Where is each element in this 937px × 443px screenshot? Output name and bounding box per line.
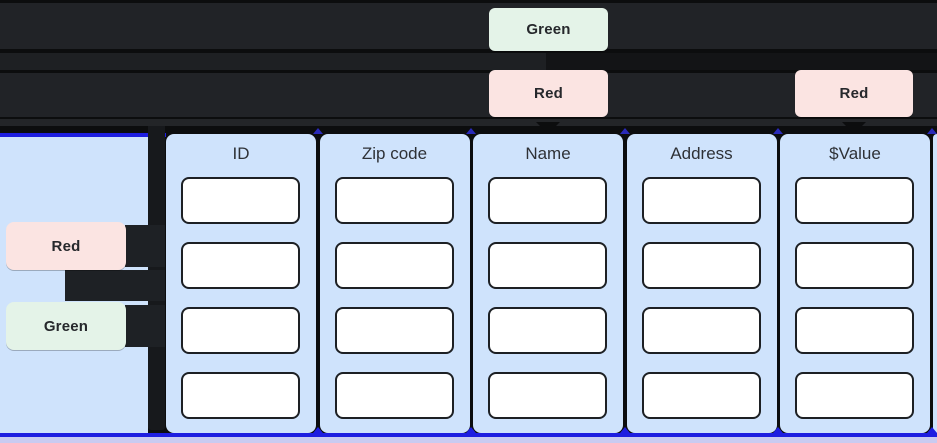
- red-node-badge-left: Red: [6, 222, 126, 270]
- table-cell-slot: [334, 177, 454, 224]
- column-card-id: ID: [166, 134, 316, 433]
- green-node-badge-left: Green: [6, 302, 126, 350]
- column-cells: [334, 177, 455, 419]
- column-cells: [641, 177, 762, 419]
- table-cell-slot: [181, 177, 300, 224]
- top-lane-row-1: [0, 3, 937, 49]
- column-card-partial: [932, 134, 937, 433]
- column-cells: [488, 177, 608, 419]
- tree-edge: [125, 305, 165, 347]
- table-cell-slot: [334, 372, 454, 419]
- table-cell-slot: [488, 372, 607, 419]
- table-cell-slot: [488, 242, 607, 289]
- column-cells: [181, 177, 301, 419]
- lavender-strip: [0, 436, 937, 443]
- table-cell-slot: [795, 307, 914, 354]
- column-card-name: Name: [473, 134, 623, 433]
- tree-edge-horizontal: [546, 53, 937, 70]
- selection-outline-bottom: [0, 433, 937, 437]
- column-card-value: $Value: [780, 134, 930, 433]
- column-header: ID: [232, 144, 250, 163]
- table-cell-slot: [181, 372, 300, 419]
- table-cell-slot: [488, 177, 607, 224]
- red-node-badge-center: Red: [489, 70, 608, 117]
- column-header: Address: [670, 144, 733, 163]
- blue-tick-icon: [620, 128, 630, 134]
- tree-edge: [125, 225, 165, 267]
- table-cell-slot: [334, 307, 454, 354]
- top-lane-row-3: [0, 73, 937, 117]
- table-cell-slot: [795, 372, 914, 419]
- column-cells: [795, 177, 915, 419]
- table-cell-slot: [181, 242, 300, 289]
- arrow-down-icon: [536, 122, 560, 134]
- tree-edge: [65, 270, 165, 301]
- top-lane-row-2: [0, 53, 546, 70]
- table-cell-slot: [334, 242, 454, 289]
- arrow-down-icon: [842, 122, 866, 134]
- blue-tick-icon: [313, 427, 323, 433]
- blue-tick-icon: [927, 427, 937, 433]
- table-cell-slot: [795, 242, 914, 289]
- column-header: Zip code: [361, 144, 428, 163]
- top-lane-row-4: [0, 119, 937, 126]
- table-cell-slot: [181, 307, 300, 354]
- table-cell-slot: [795, 177, 914, 224]
- column-card-address: Address: [626, 134, 777, 433]
- table-cell-slot: [641, 372, 761, 419]
- column-header: $Value: [829, 144, 881, 163]
- blue-tick-icon: [466, 427, 476, 433]
- blue-tick-icon: [773, 128, 783, 134]
- table-cell-slot: [641, 242, 761, 289]
- blue-tick-icon: [620, 427, 630, 433]
- column-header: Name: [525, 144, 571, 163]
- table-cell-slot: [488, 307, 607, 354]
- blue-tick-icon: [773, 427, 783, 433]
- blue-tick-icon: [927, 128, 937, 134]
- red-node-badge-right: Red: [795, 70, 913, 117]
- blue-tick-icon: [313, 128, 323, 134]
- table-cell-slot: [641, 177, 761, 224]
- green-node-badge: Green: [489, 8, 608, 51]
- table-cell-slot: [641, 307, 761, 354]
- column-card-zip-code: Zip code: [319, 134, 470, 433]
- selection-outline-top: [0, 133, 166, 137]
- blue-tick-icon: [466, 128, 476, 134]
